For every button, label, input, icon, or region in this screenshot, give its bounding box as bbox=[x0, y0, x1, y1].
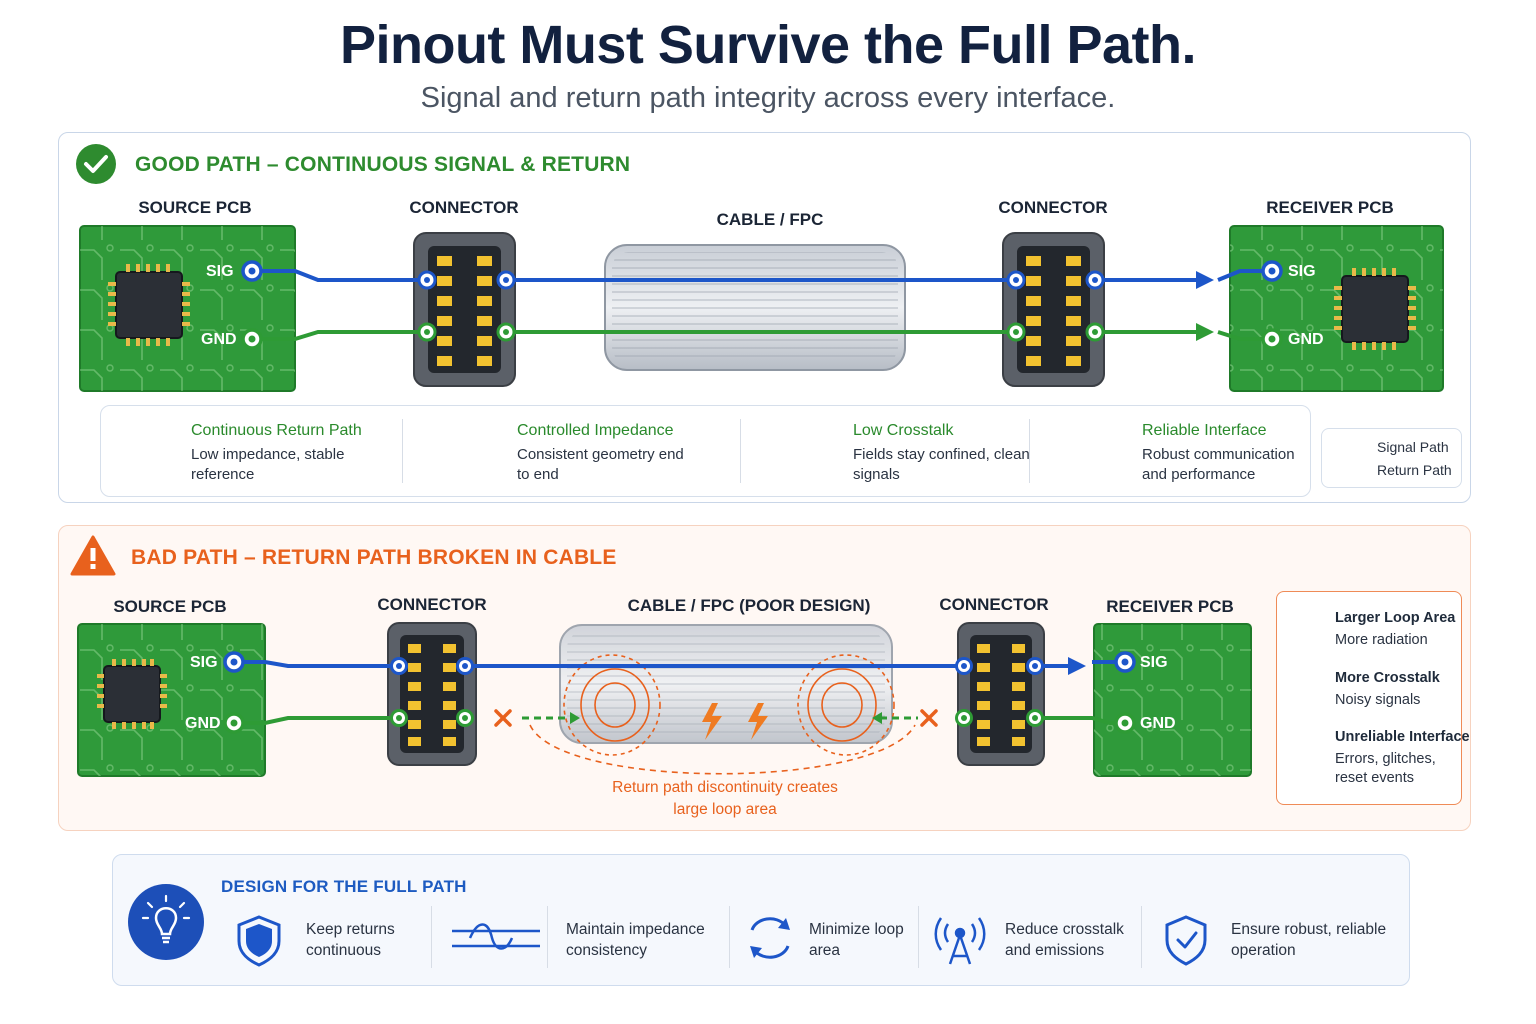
antenna-icon bbox=[934, 917, 986, 965]
good-pin-nodes bbox=[241, 260, 1283, 350]
broken-return-arrow-left bbox=[570, 712, 580, 724]
feature-text: Low impedance, stable reference bbox=[191, 446, 345, 483]
good-source-pcb bbox=[79, 225, 296, 392]
lightning-icon bbox=[702, 703, 768, 740]
good-receiver-gnd-label: GND bbox=[1288, 331, 1324, 348]
design-heading: DESIGN FOR THE FULL PATH bbox=[221, 877, 467, 896]
good-connector-right-label: CONNECTOR bbox=[998, 198, 1108, 217]
feature-text: Fields stay confined, clean signals bbox=[853, 446, 1030, 483]
bad-signal-arrow bbox=[1068, 657, 1086, 675]
good-connector-left-label: CONNECTOR bbox=[409, 198, 519, 217]
cycle-arrows-icon bbox=[750, 917, 790, 959]
bad-receiver-label: RECEIVER PCB bbox=[1106, 597, 1234, 616]
divider bbox=[1029, 419, 1030, 483]
feature-title: Controlled Impedance bbox=[517, 422, 674, 439]
divider bbox=[402, 419, 403, 483]
bad-cable-label: CABLE / FPC (POOR DESIGN) bbox=[627, 596, 871, 615]
good-signal-path bbox=[252, 269, 1272, 282]
legend bbox=[1321, 428, 1462, 488]
design-item-text: Keep returns continuous bbox=[306, 921, 395, 959]
good-connector-right bbox=[1002, 232, 1105, 387]
bad-source-pcb bbox=[77, 623, 266, 777]
bad-connector-right-label: CONNECTOR bbox=[939, 595, 1049, 614]
good-features-box bbox=[100, 405, 1311, 497]
feature-text: Robust communication and performance bbox=[1142, 446, 1295, 483]
shield-check-outline-icon bbox=[1165, 915, 1207, 966]
good-check-icon bbox=[76, 144, 116, 184]
divider bbox=[740, 419, 741, 483]
good-return-arrow bbox=[1196, 323, 1214, 341]
bad-receiver-sig-label: SIG bbox=[1140, 654, 1168, 671]
bad-path-heading: BAD PATH – RETURN PATH BROKEN IN CABLE bbox=[131, 546, 617, 569]
good-source-chip-icon bbox=[108, 264, 190, 346]
divider bbox=[547, 906, 548, 968]
good-receiver-sig-label: SIG bbox=[1288, 263, 1316, 280]
good-receiver-chip-icon bbox=[1334, 268, 1416, 350]
design-item-text: Ensure robust, reliable operation bbox=[1231, 921, 1387, 959]
good-cable-label: CABLE / FPC bbox=[716, 210, 824, 229]
bad-receiver-gnd-label: GND bbox=[1140, 715, 1176, 732]
warning-icon bbox=[70, 535, 116, 576]
impedance-wave-icon bbox=[452, 923, 540, 950]
discontinuity-note: Return path discontinuity creates large … bbox=[612, 779, 838, 818]
good-path-heading: GOOD PATH – CONTINUOUS SIGNAL & RETURN bbox=[135, 153, 631, 176]
good-receiver-pcb bbox=[1229, 225, 1444, 392]
feature-title: Low Crosstalk bbox=[853, 422, 954, 439]
design-item-text: Reduce crosstalk and emissions bbox=[1005, 921, 1124, 959]
design-item-text: Minimize loop area bbox=[809, 921, 904, 959]
effect-text: Errors, glitches, reset events bbox=[1335, 751, 1436, 786]
divider bbox=[918, 906, 919, 968]
effect-title: More Crosstalk bbox=[1335, 670, 1440, 686]
broken-return-arrow-right bbox=[872, 712, 882, 724]
divider bbox=[431, 906, 432, 968]
good-cable bbox=[604, 244, 906, 371]
legend-return-label: Return Path bbox=[1377, 462, 1452, 478]
break-x-icon bbox=[494, 709, 938, 727]
page-subtitle: Signal and return path integrity across … bbox=[420, 82, 1116, 114]
effect-title: Larger Loop Area bbox=[1335, 610, 1456, 626]
effect-text: More radiation bbox=[1335, 632, 1428, 648]
shield-icon bbox=[237, 915, 281, 967]
loop-field-rings bbox=[529, 654, 916, 775]
divider bbox=[729, 906, 730, 968]
bad-source-label: SOURCE PCB bbox=[113, 597, 227, 616]
effect-title: Unreliable Interface bbox=[1335, 729, 1470, 745]
good-source-label: SOURCE PCB bbox=[138, 198, 252, 217]
bad-source-chip-icon bbox=[97, 659, 167, 729]
feature-text: Consistent geometry end to end bbox=[517, 446, 684, 483]
good-source-sig-label: SIG bbox=[206, 263, 234, 280]
feature-title: Continuous Return Path bbox=[191, 422, 362, 439]
divider bbox=[1141, 906, 1142, 968]
bad-source-gnd-label: GND bbox=[185, 715, 221, 732]
bad-pin-nodes bbox=[223, 651, 1136, 734]
bad-source-sig-label: SIG bbox=[190, 654, 218, 671]
good-receiver-label: RECEIVER PCB bbox=[1266, 198, 1394, 217]
page-title: Pinout Must Survive the Full Path. bbox=[339, 15, 1197, 75]
lightbulb-icon bbox=[128, 884, 204, 960]
design-item-text: Maintain impedance consistency bbox=[566, 921, 705, 959]
feature-title: Reliable Interface bbox=[1142, 422, 1267, 439]
bad-connector-left-label: CONNECTOR bbox=[377, 595, 487, 614]
good-signal-arrow bbox=[1196, 271, 1214, 289]
legend-signal-label: Signal Path bbox=[1377, 439, 1449, 455]
bad-receiver-pcb bbox=[1093, 623, 1252, 777]
effect-text: Noisy signals bbox=[1335, 692, 1421, 708]
good-source-gnd-label: GND bbox=[201, 331, 237, 348]
good-connector-left bbox=[413, 232, 516, 387]
effects-box bbox=[1276, 591, 1462, 805]
bad-connector-left bbox=[387, 622, 477, 766]
bad-connector-right bbox=[957, 622, 1045, 766]
